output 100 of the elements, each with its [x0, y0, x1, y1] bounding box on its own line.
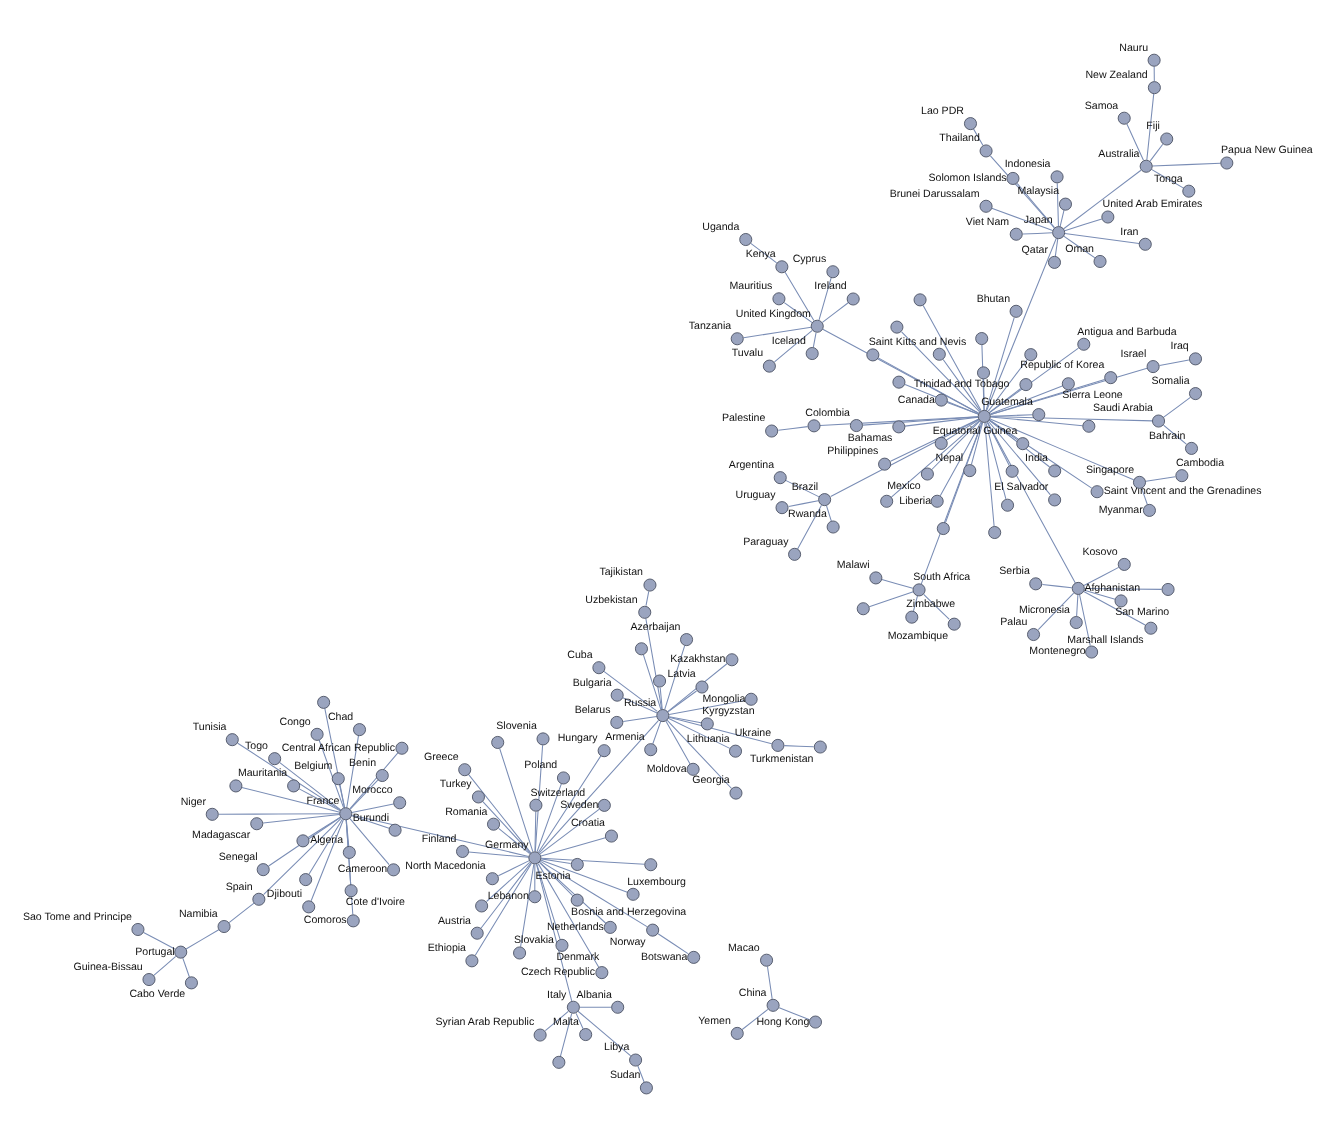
connector [642, 654, 662, 711]
connector [1063, 235, 1096, 259]
connector [577, 1010, 632, 1057]
node-circle [760, 953, 774, 967]
connector [622, 697, 658, 714]
connector [539, 862, 607, 924]
node-circle [975, 332, 989, 346]
connector [988, 347, 1079, 414]
node-circle [388, 823, 402, 837]
node-circle [317, 695, 331, 709]
connector [797, 504, 822, 550]
connector [182, 957, 190, 978]
connector [862, 416, 979, 426]
node-circle [744, 692, 758, 706]
node-circle [456, 844, 470, 858]
connector [1064, 232, 1140, 244]
node-circle [1009, 227, 1023, 241]
node-circle [988, 526, 1002, 539]
connector [480, 862, 532, 929]
connector [784, 271, 815, 322]
connector [931, 420, 981, 471]
node-circle [299, 873, 313, 887]
connector [346, 735, 360, 809]
connector [540, 857, 646, 865]
node-circle [342, 845, 356, 859]
node-circle [765, 424, 779, 438]
node-circle [656, 709, 670, 723]
node-circle [695, 680, 709, 694]
connector [228, 902, 255, 924]
node-circle [878, 457, 892, 471]
connector [788, 500, 819, 507]
connector [984, 422, 995, 527]
connector [922, 304, 982, 412]
node-circle [595, 966, 609, 980]
connector [750, 242, 778, 264]
connector [818, 277, 832, 321]
connector [262, 813, 340, 824]
connector [540, 858, 572, 864]
node-circle [849, 419, 863, 433]
node-circle [513, 946, 527, 960]
connector [318, 739, 345, 809]
connector [540, 837, 606, 857]
node-circle [729, 786, 743, 800]
connector [945, 421, 983, 524]
node-circle [1071, 581, 1085, 595]
node-circle [465, 954, 479, 968]
connector [1059, 209, 1065, 228]
node-circle [287, 779, 301, 793]
node-circle [1104, 371, 1118, 385]
node-circle [913, 293, 927, 307]
connector [868, 591, 914, 608]
connector [1163, 424, 1187, 445]
node-circle [375, 769, 389, 782]
node-circle [729, 744, 742, 758]
connector [991, 207, 1054, 231]
node-circle [653, 674, 667, 688]
connector [474, 862, 532, 956]
connector [945, 419, 980, 441]
node-circle [739, 233, 753, 247]
connector [345, 819, 354, 915]
node-circle [638, 605, 652, 619]
node-circle [1147, 81, 1161, 95]
node-circle [979, 199, 993, 213]
node-circle [1142, 503, 1156, 517]
connector [777, 426, 809, 431]
connector [990, 379, 1106, 415]
connector [603, 670, 658, 712]
node-circle [1161, 582, 1175, 596]
connector [467, 773, 532, 854]
node-circle [775, 501, 789, 515]
connector [890, 418, 979, 462]
node-circle [1029, 577, 1043, 591]
node-circle [826, 520, 840, 534]
connector [819, 416, 979, 427]
connector [298, 788, 341, 812]
connector [985, 421, 1007, 500]
node-circle [818, 493, 832, 507]
connector [237, 742, 342, 811]
node-circle [475, 899, 489, 913]
connector [986, 237, 1057, 412]
connector [783, 745, 815, 748]
node-circle [1050, 170, 1064, 184]
node-circle [579, 1028, 593, 1042]
connector [486, 861, 531, 903]
node-circle [1114, 594, 1128, 608]
node-circle [1047, 255, 1061, 269]
node-circle [353, 723, 366, 737]
connector [989, 418, 1135, 481]
connector [535, 863, 573, 1002]
connector [349, 752, 399, 810]
node-circle [920, 467, 934, 481]
node-circle [934, 436, 948, 450]
node-circle [643, 578, 657, 592]
node-circle [963, 117, 977, 131]
connector [575, 1012, 584, 1030]
node-circle [936, 522, 950, 536]
connector [989, 155, 1055, 229]
connector [826, 505, 832, 522]
node-circle [1048, 464, 1062, 478]
node-circle [932, 347, 946, 361]
